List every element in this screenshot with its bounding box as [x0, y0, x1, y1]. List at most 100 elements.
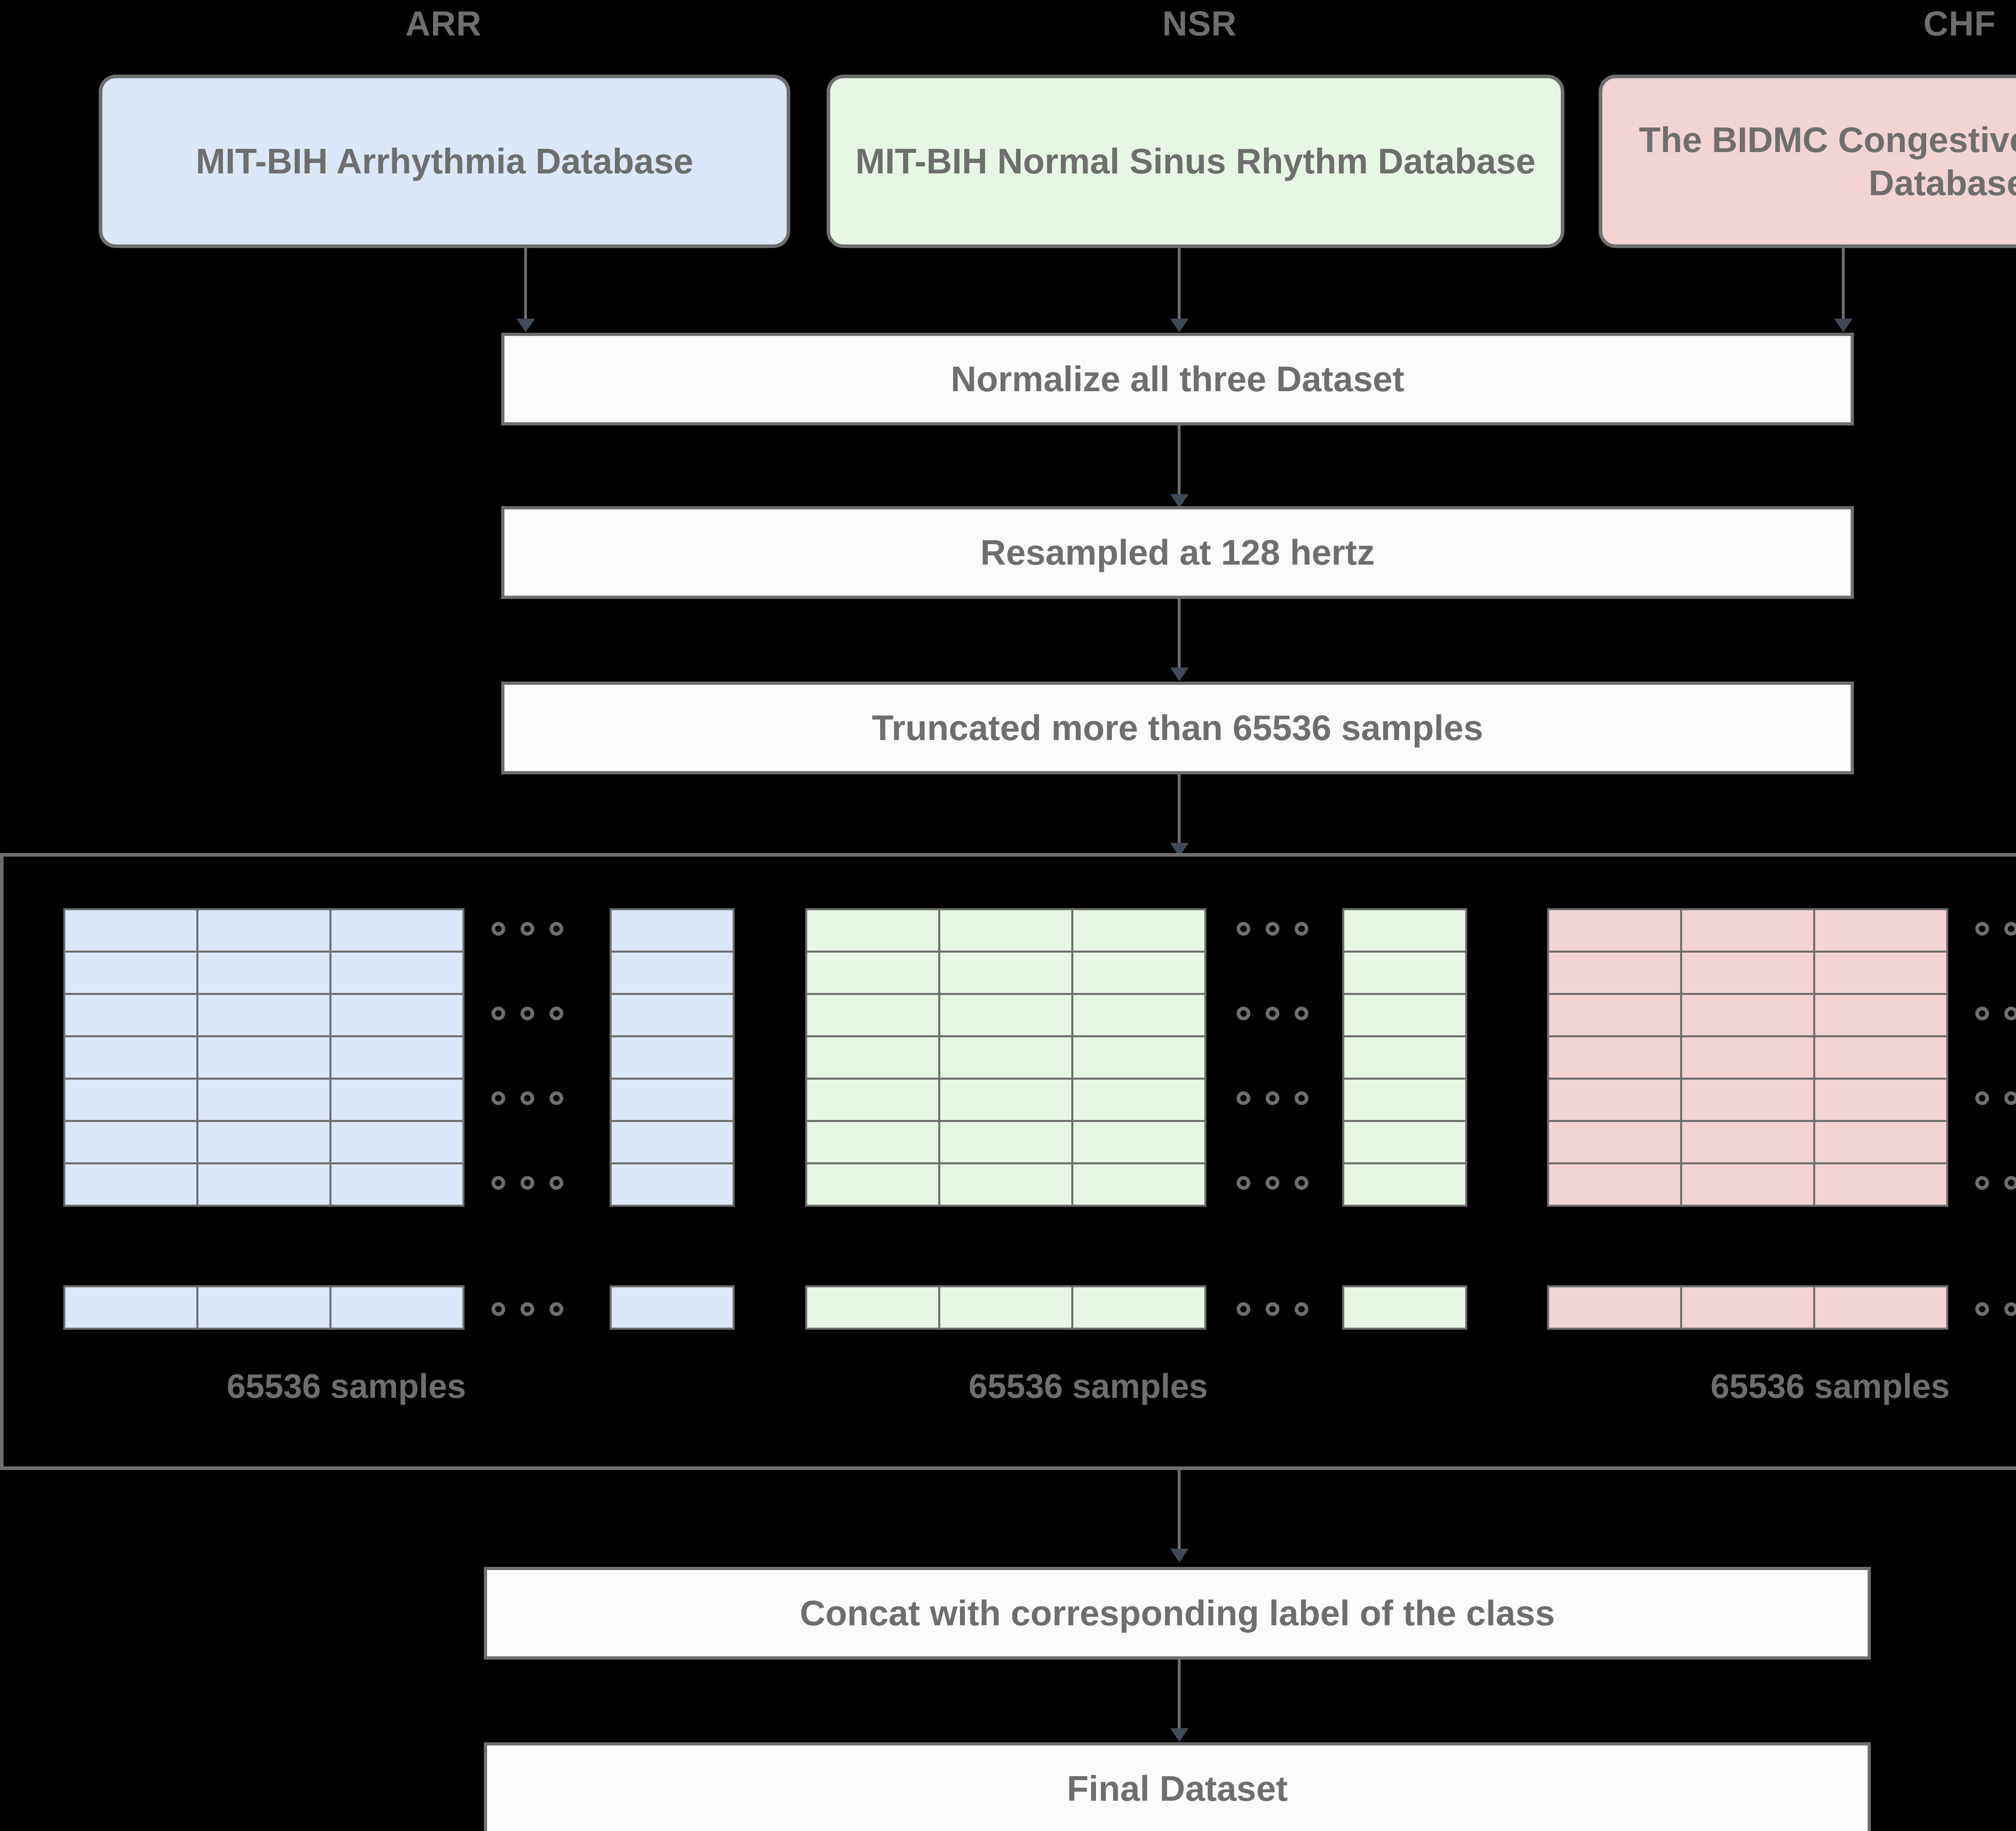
- matrix-cell: [1547, 1120, 1682, 1164]
- source-caption-arr: ARR: [405, 4, 482, 43]
- ellipsis-dot-icon: [2004, 1302, 2016, 1316]
- matrix-cell: [609, 1035, 735, 1080]
- matrix-cell: [1680, 950, 1815, 995]
- connector-chf-to-normalize: [1842, 248, 1845, 323]
- matrix-row: [1547, 1162, 1948, 1207]
- matrix-cell: [609, 950, 735, 995]
- matrix-row: [63, 1077, 464, 1122]
- ellipsis-dot-icon: [2004, 1091, 2016, 1105]
- ellipsis-dot-icon: [550, 1007, 563, 1020]
- matrix-cell: [938, 993, 1073, 1037]
- matrix-cell: [1342, 1077, 1467, 1122]
- matrix-row: [609, 1162, 735, 1207]
- matrix-cell: [329, 1285, 464, 1330]
- ellipsis-dot-icon: [1237, 1302, 1250, 1316]
- ellipsis-dot-icon: [2004, 1176, 2016, 1190]
- ellipsis-dot-icon: [1266, 1091, 1279, 1105]
- source-box-nsr[interactable]: MIT-BIH Normal Sinus Rhythm Database: [827, 75, 1564, 248]
- process-box-final[interactable]: Final Dataset: [484, 1742, 1871, 1831]
- matrix-cell: [1071, 950, 1206, 995]
- matrix-cell: [1071, 1162, 1206, 1207]
- matrix-row: [805, 1162, 1206, 1207]
- matrix-row: [805, 993, 1206, 1037]
- ellipsis-dots: [492, 1091, 563, 1105]
- matrix-cell: [609, 1120, 735, 1164]
- matrix-row: [805, 1120, 1206, 1164]
- ellipsis-dot-icon: [1295, 1091, 1308, 1105]
- arrowhead-chf: [1834, 319, 1853, 332]
- matrix-row: [1342, 1077, 1467, 1122]
- arrowhead-normalize: [1170, 494, 1189, 508]
- matrix-cell: [1071, 908, 1206, 953]
- ellipsis-dot-icon: [492, 1091, 505, 1105]
- matrix-cell: [1813, 908, 1948, 953]
- ellipsis-dot-icon: [1266, 922, 1279, 936]
- matrix-row: [1342, 1035, 1467, 1080]
- ellipsis-dot-icon: [1237, 1091, 1250, 1105]
- matrix-cell: [1680, 1285, 1815, 1330]
- matrix-row: [1547, 908, 1948, 953]
- matrix-cell: [1813, 1285, 1948, 1330]
- matrix-row: [609, 1077, 735, 1122]
- process-box-resample[interactable]: Resampled at 128 hertz: [501, 506, 1854, 599]
- ellipsis-dot-icon: [1975, 922, 1989, 936]
- process-box-normalize[interactable]: Normalize all three Dataset: [501, 333, 1854, 425]
- ellipsis-dots: [1237, 1176, 1308, 1190]
- matrix-row: [1342, 908, 1467, 953]
- matrix-cell: [1071, 993, 1206, 1037]
- ellipsis-dot-icon: [521, 1302, 534, 1316]
- source-caption-chf: CHF: [1923, 4, 1996, 43]
- matrix-row: [1342, 1285, 1467, 1330]
- connector-resample-to-truncate: [1178, 599, 1181, 672]
- matrix-cell: [329, 908, 464, 953]
- matrix-cell: [805, 1077, 940, 1122]
- matrix-row: [805, 1077, 1206, 1122]
- matrix-row: [1547, 1077, 1948, 1122]
- samples-label-arr: 65536 samples: [227, 1367, 466, 1405]
- matrix-row: [609, 1120, 735, 1164]
- ellipsis-dot-icon: [1266, 1302, 1279, 1316]
- matrix-grid-arr: [63, 908, 464, 1207]
- ellipsis-dot-icon: [550, 922, 563, 936]
- matrix-row: [805, 1035, 1206, 1080]
- matrix-cell: [1680, 1162, 1815, 1207]
- matrix-row: [63, 908, 464, 953]
- matrix-cell: [1813, 993, 1948, 1037]
- arrowhead-resample: [1170, 667, 1189, 681]
- arrowhead-matrix: [1170, 1549, 1189, 1562]
- process-box-concat[interactable]: Concat with corresponding label of the c…: [484, 1567, 1871, 1660]
- matrix-cell: [1342, 1285, 1467, 1330]
- matrix-tail-nsr: [1342, 908, 1467, 1207]
- matrix-cell: [938, 908, 1073, 953]
- matrix-cell: [1342, 908, 1467, 953]
- matrix-grid-chf: [1547, 908, 1948, 1207]
- connector-matrix-to-concat: [1178, 1470, 1181, 1553]
- matrix-cell: [1680, 1120, 1815, 1164]
- ellipsis-dots: [1237, 1007, 1308, 1020]
- ellipsis-dots: [492, 922, 563, 936]
- matrix-cell: [1547, 1035, 1682, 1080]
- matrix-row: [63, 1120, 464, 1164]
- matrix-cell: [805, 950, 940, 995]
- matrix-cell: [1680, 1035, 1815, 1080]
- matrix-cell: [609, 908, 735, 953]
- matrix-row: [609, 908, 735, 953]
- process-box-truncate[interactable]: Truncated more than 65536 samples: [501, 682, 1854, 774]
- source-box-chf[interactable]: The BIDMC Congestive Heart Failure Datab…: [1599, 75, 2016, 248]
- matrix-cell: [1071, 1077, 1206, 1122]
- matrix-cell: [805, 1285, 940, 1330]
- matrix-cell: [63, 993, 198, 1037]
- matrix-cell: [329, 1077, 464, 1122]
- matrix-row: [63, 993, 464, 1037]
- matrix-row: [609, 993, 735, 1037]
- ellipsis-dot-icon: [1975, 1176, 1989, 1190]
- matrix-row: [805, 908, 1206, 953]
- arrowhead-concat: [1170, 1728, 1189, 1742]
- ellipsis-dot-icon: [521, 1091, 534, 1105]
- matrix-row: [805, 950, 1206, 995]
- source-box-arr[interactable]: MIT-BIH Arrhythmia Database: [99, 75, 790, 248]
- ellipsis-dot-icon: [1975, 1091, 1989, 1105]
- ellipsis-dot-icon: [492, 1176, 505, 1190]
- ellipsis-dot-icon: [550, 1176, 563, 1190]
- matrix-cell: [196, 1035, 331, 1080]
